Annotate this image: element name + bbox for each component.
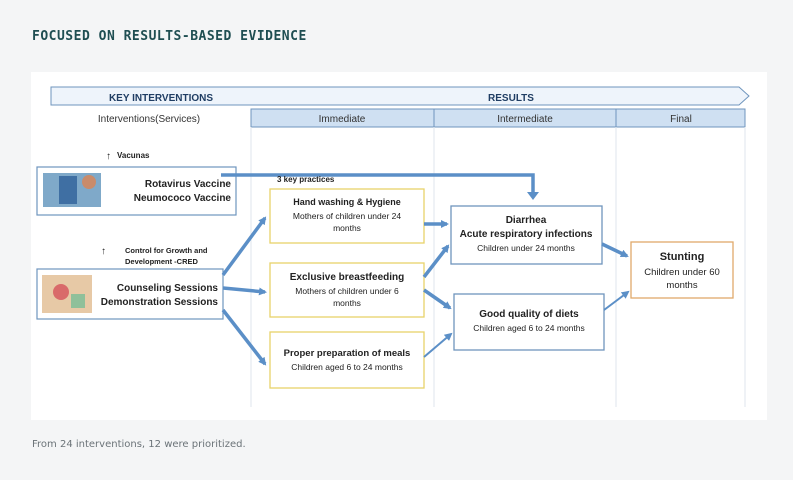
diets-sub: Children aged 6 to 24 months [473,323,585,333]
counseling-photo-detail [71,294,85,308]
breastfeeding-sub2: months [333,298,361,308]
flow-arrow [221,216,267,277]
figure-caption: From 24 interventions, 12 were prioritiz… [32,439,246,450]
vaccines-note: Vacunas [117,151,150,160]
section-title: FOCUSED ON RESULTS-BASED EVIDENCE [32,29,307,44]
key-interventions-header: KEY INTERVENTIONS [109,93,213,104]
final-header: Final [670,114,692,125]
vaccine-photo-detail [59,176,77,204]
results-diagram: KEY INTERVENTIONS RESULTS Interventions(… [31,72,767,420]
counseling-photo-detail [53,284,69,300]
growth-note-line2: Development -CRED [125,257,199,266]
stunting-box [630,241,734,299]
breastfeeding-sub1: Mothers of children under 6 [295,286,399,296]
demonstration-sessions: Demonstration Sessions [101,297,219,308]
up-arrow-icon: ↑ [106,151,111,162]
meals-box [269,331,425,389]
diarrhea-sub: Children under 24 months [477,243,575,253]
results-column-header [250,108,746,128]
handwashing-sub1: Mothers of children under 24 [293,211,401,221]
vaccine-photo-detail [82,175,96,189]
stunting-sub2: months [666,280,697,291]
respiratory-title: Acute respiratory infections [460,229,593,240]
intermediate-header: Intermediate [497,114,553,125]
flow-arrow [222,286,267,296]
flow-arrow [422,244,450,279]
breastfeeding-title: Exclusive breastfeeding [290,272,405,283]
handwashing-box [269,188,425,244]
meals-title: Proper preparation of meals [284,348,411,359]
rotavirus-vaccine: Rotavirus Vaccine [145,179,232,190]
results-header: RESULTS [488,93,534,104]
stunting-title: Stunting [660,251,705,263]
diarrhea-box [450,205,603,265]
flow-arrow [601,242,629,258]
header-ribbon [50,86,750,106]
diets-box [453,293,605,351]
flow-arrow [423,332,453,358]
handwashing-title: Hand washing & Hygiene [293,197,401,207]
growth-note-line1: Control for Growth and [125,246,208,255]
flow-arrow [221,308,267,366]
arrowhead [527,192,539,200]
counseling-sessions: Counseling Sessions [117,283,219,294]
flow-arrow [423,288,452,310]
up-arrow-icon: ↑ [101,246,106,257]
immediate-header: Immediate [319,114,366,125]
diets-title: Good quality of diets [479,309,579,320]
diagram-canvas: KEY INTERVENTIONS RESULTS Interventions(… [36,86,750,407]
interventions-services-label: Interventions(Services) [98,114,200,125]
key-practices-label: 3 key practices [277,175,335,184]
handwashing-sub2: months [333,223,361,233]
diarrhea-title: Diarrhea [506,215,547,226]
meals-sub1: Children aged 6 to 24 months [291,362,403,372]
stunting-sub1: Children under 60 [644,267,720,278]
breastfeeding-box [269,262,425,318]
vaccine-to-diarrhea-arrow [221,173,535,194]
flow-arrow [603,290,630,311]
neumococo-vaccine: Neumococo Vaccine [134,193,232,204]
